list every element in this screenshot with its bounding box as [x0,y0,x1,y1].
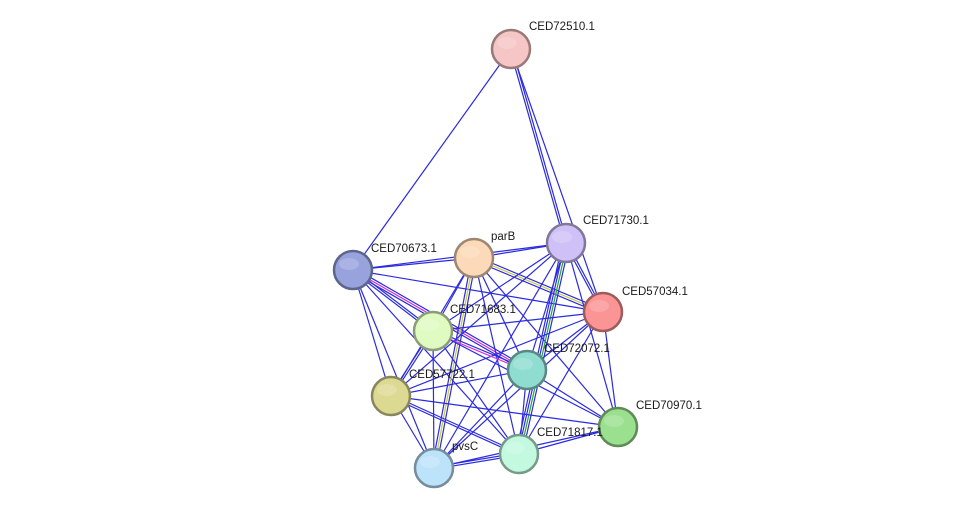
edge-CED57722-CED70970[interactable] [390,395,619,428]
node-label-CED70970[interactable]: CED70970.1 [636,400,702,412]
node-CED72510[interactable] [490,28,532,70]
edge-CED57034-pvsC[interactable] [433,311,604,469]
edge-parB-CED57034[interactable] [473,257,604,313]
edge-CED71730-CED70970[interactable] [565,242,619,428]
node-circle[interactable] [506,349,548,391]
edge-parB-CED72072[interactable] [473,257,528,371]
node-CED71683[interactable] [412,310,454,352]
edge-CED72510-CED71730[interactable] [511,48,568,243]
edge-CED70673-CED71817[interactable] [352,269,520,455]
node-highlight [604,415,624,427]
node-label-pvsC[interactable]: pvsC [452,441,478,453]
node-circle[interactable] [370,375,412,417]
node-pvsC[interactable] [413,447,455,489]
edge-parB-CED57034[interactable] [472,259,603,315]
edge-CED72510-CED57034[interactable] [510,48,604,313]
node-circle[interactable] [412,310,454,352]
node-layer [332,28,639,489]
node-label-parB[interactable]: parB [491,231,516,243]
node-CED72072[interactable] [506,349,548,391]
node-label-CED71817[interactable]: CED71817.1 [537,427,603,439]
edge-CED57034-CED71817[interactable] [518,311,604,455]
edge-CED71683-pvsC[interactable] [432,330,435,469]
node-CED71730[interactable] [545,222,587,264]
edge-CED71730-CED71817[interactable] [517,242,566,454]
edge-CED71683-CED71817[interactable] [432,330,520,455]
node-label-CED57034[interactable]: CED57034.1 [622,286,688,298]
node-label-CED70673[interactable]: CED70673.1 [371,243,437,255]
edge-CED70673-CED57034[interactable] [352,269,604,313]
edge-CED70673-pvsC[interactable] [352,269,435,469]
edge-CED72072-CED57722[interactable] [390,369,528,397]
edge-parB-CED70970[interactable] [473,257,619,428]
node-highlight [377,384,397,396]
edge-CED71730-CED71817[interactable] [515,242,564,454]
edge-CED57722-CED71817[interactable] [390,396,519,456]
node-parB[interactable] [453,237,495,279]
node-highlight [513,358,533,370]
node-circle[interactable] [498,433,540,475]
edge-CED57722-CED71817[interactable] [391,394,520,454]
node-CED71817[interactable] [498,433,540,475]
node-label-CED71730[interactable]: CED71730.1 [583,215,649,227]
node-CED70673[interactable] [332,249,374,291]
node-highlight [552,231,572,243]
node-highlight [419,319,439,331]
node-CED57722[interactable] [370,375,412,417]
edge-CED57034-CED57722[interactable] [390,311,604,397]
edge-CED71730-CED71683[interactable] [432,242,567,332]
edge-CED72510-CED71730[interactable] [509,49,566,244]
edge-CED71730-CED71817[interactable] [519,243,568,455]
node-CED70970[interactable] [597,406,639,448]
edge-CED72510-CED70673[interactable] [352,48,512,271]
node-CED57034[interactable] [582,291,624,333]
node-highlight [460,246,480,258]
node-label-CED72072[interactable]: CED72072.1 [544,343,610,355]
edge-CED71730-CED72072[interactable] [526,242,567,371]
edge-CED72072-pvsC[interactable] [433,369,528,469]
node-circle[interactable] [413,447,455,489]
edge-CED71730-pvsC[interactable] [433,242,567,469]
node-circle[interactable] [582,291,624,333]
node-label-CED71683[interactable]: CED71683.1 [450,304,516,316]
node-label-CED72510[interactable]: CED72510.1 [529,21,595,33]
node-circle[interactable] [490,28,532,70]
node-circle[interactable] [545,222,587,264]
node-circle[interactable] [597,406,639,448]
node-highlight [420,456,440,468]
node-circle[interactable] [453,237,495,279]
node-highlight [339,258,359,270]
edge-parB-pvsC[interactable] [431,257,473,468]
node-highlight [589,300,609,312]
edge-CED71730-CED71817[interactable] [521,243,570,455]
edge-CED71730-CED57722[interactable] [390,242,567,397]
edge-CED57034-CED71683[interactable] [432,311,604,332]
edge-CED70673-CED57722[interactable] [352,269,392,397]
node-highlight [497,37,517,49]
node-label-CED57722[interactable]: CED57722.1 [409,369,475,381]
node-circle[interactable] [332,249,374,291]
node-highlight [505,442,525,454]
edge-layer [351,48,619,470]
edge-parB-pvsC[interactable] [433,257,475,469]
